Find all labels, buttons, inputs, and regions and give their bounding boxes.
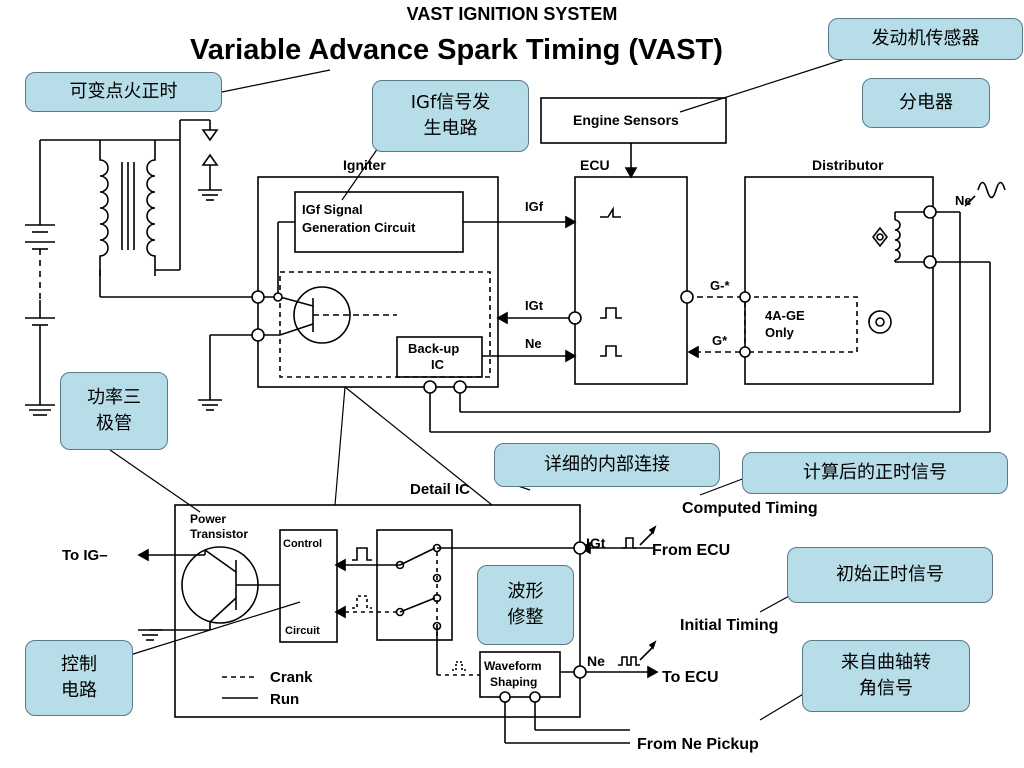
backup-label: Back-up bbox=[408, 341, 459, 356]
circuit-label: Circuit bbox=[285, 625, 320, 637]
igniter-dashed-area bbox=[279, 271, 491, 378]
igt-detail-label: IGt bbox=[586, 535, 606, 551]
to-ecu-label: To ECU bbox=[662, 669, 719, 686]
ignition-coil bbox=[99, 119, 210, 276]
callout-variable-timing: 可变点火正时 bbox=[25, 72, 222, 112]
main-title: VAST IGNITION SYSTEM bbox=[406, 4, 618, 24]
callout-waveform-shaping: 波形 修整 bbox=[477, 565, 574, 645]
distributor-label: Distributor bbox=[812, 157, 884, 173]
callout-igf-circuit: IGf信号发 生电路 bbox=[372, 80, 529, 152]
control-label: Control bbox=[283, 538, 322, 550]
shaping-label: Shaping bbox=[490, 675, 537, 689]
ne-distributor-label: Ne bbox=[955, 193, 972, 208]
run-legend-label: Run bbox=[270, 691, 299, 708]
from-ecu-label: From ECU bbox=[652, 542, 730, 559]
ne-line-label: Ne bbox=[525, 336, 542, 351]
callout-engine-sensor: 发动机传感器 bbox=[828, 18, 1023, 60]
control-circuit-box bbox=[279, 529, 338, 643]
callout-distributor: 分电器 bbox=[862, 78, 990, 128]
generation-circuit-label: Generation Circuit bbox=[302, 220, 416, 235]
sub-title: Variable Advance Spark Timing (VAST) bbox=[190, 34, 723, 66]
crank-legend-label: Crank bbox=[270, 669, 313, 686]
to-ig-label: To IG– bbox=[62, 547, 108, 564]
backup-ic-label: IC bbox=[431, 357, 445, 372]
distributor-box bbox=[744, 176, 934, 385]
transistor-label: Transistor bbox=[190, 527, 248, 541]
igniter-label: Igniter bbox=[343, 157, 386, 173]
only-label: Only bbox=[765, 325, 795, 340]
engine-sensors-box bbox=[540, 97, 727, 144]
battery-symbol bbox=[25, 139, 100, 416]
g-star-label: G* bbox=[712, 333, 728, 348]
igt-line-label: IGt bbox=[525, 298, 544, 313]
terminals bbox=[251, 205, 937, 703]
detail-ic-box bbox=[174, 504, 581, 718]
engine-sensors-label: Engine Sensors bbox=[573, 112, 679, 128]
backup-ic-box bbox=[396, 336, 483, 378]
spark-plug-symbol bbox=[198, 120, 222, 201]
four-age-dashed-box bbox=[744, 296, 858, 353]
igf-line-label: IGf bbox=[525, 199, 544, 214]
ecu-label: ECU bbox=[580, 157, 610, 173]
waveform-label: Waveform bbox=[484, 659, 542, 673]
detail-ic-label: Detail IC bbox=[410, 481, 470, 498]
ecu-box bbox=[574, 176, 688, 385]
four-age-label: 4A-GE bbox=[765, 308, 805, 323]
pickup-coil-symbol bbox=[868, 211, 930, 334]
callout-initial-timing: 初始正时信号 bbox=[787, 547, 993, 603]
switch-box bbox=[376, 529, 453, 641]
igniter-box bbox=[257, 176, 499, 388]
detail-power-transistor bbox=[137, 546, 280, 641]
callout-crank-signal: 来自曲轴转 角信号 bbox=[802, 640, 970, 712]
from-ne-pickup-label: From Ne Pickup bbox=[637, 736, 759, 753]
callout-control-circuit: 控制 电路 bbox=[25, 640, 133, 716]
callout-computed-timing: 计算后的正时信号 bbox=[742, 452, 1008, 494]
igf-signal-label: IGf Signal bbox=[302, 202, 363, 217]
callout-internal-connection: 详细的内部连接 bbox=[494, 443, 720, 487]
power-transistor-symbol bbox=[258, 286, 397, 344]
initial-timing-label: Initial Timing bbox=[680, 617, 778, 634]
ne-detail-label: Ne bbox=[587, 653, 605, 669]
callout-power-transistor: 功率三 极管 bbox=[60, 372, 168, 450]
g-minus-label: G-* bbox=[710, 278, 730, 293]
computed-timing-label: Computed Timing bbox=[682, 500, 818, 517]
power-label: Power bbox=[190, 512, 226, 526]
